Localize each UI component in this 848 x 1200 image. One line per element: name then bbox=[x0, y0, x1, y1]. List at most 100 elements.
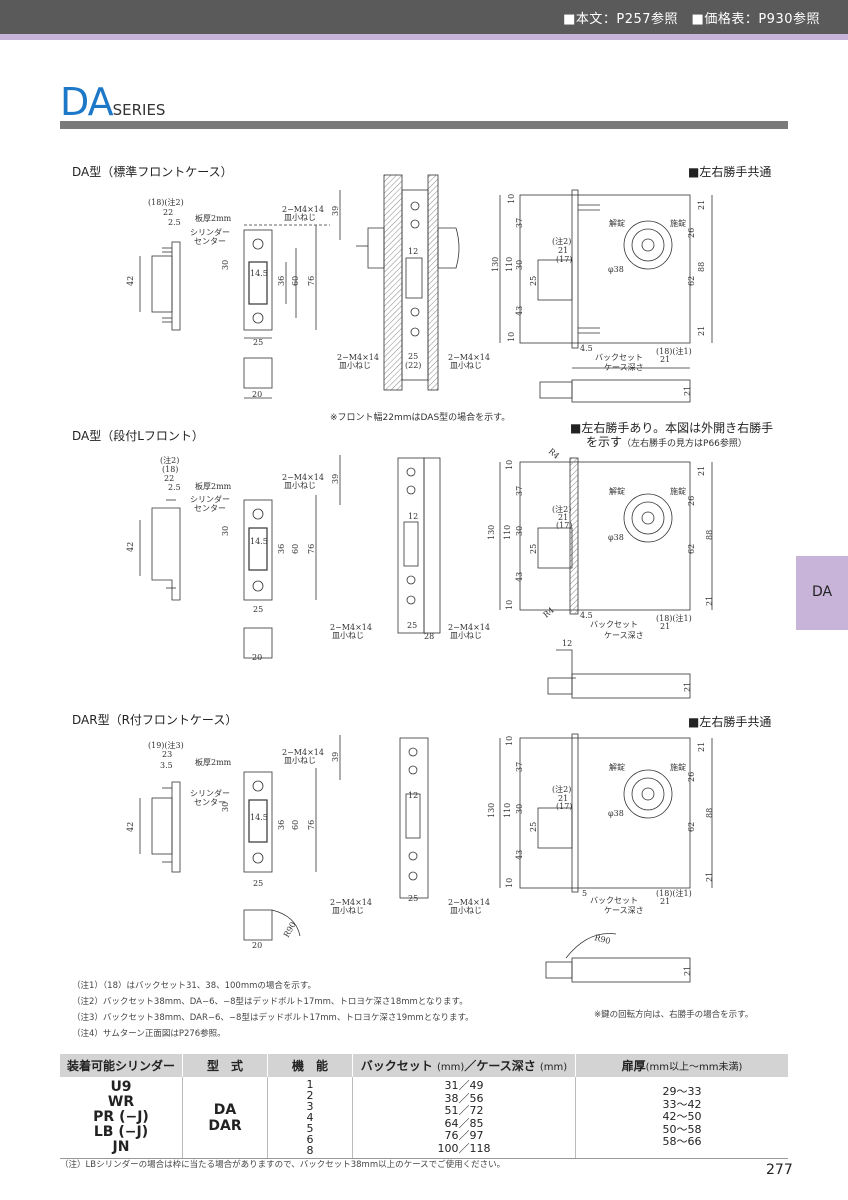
dar-side-view bbox=[139, 781, 181, 873]
dim-25-body: 25 bbox=[529, 276, 538, 286]
da-front-view bbox=[243, 190, 341, 399]
dim-21-top: 21 bbox=[697, 200, 706, 210]
dim-62-s3: 62 bbox=[687, 822, 696, 832]
dim-42: 42 bbox=[126, 276, 135, 286]
backset-item: 51／72 bbox=[444, 1104, 484, 1117]
section-note-dar: ■左右勝手共通 bbox=[688, 713, 771, 730]
label-screw-s3: 2−M4×14 bbox=[282, 748, 324, 757]
dim-23: 23 bbox=[162, 750, 172, 759]
note-step-line2: を示す bbox=[586, 435, 623, 449]
dim-60-s3: 60 bbox=[291, 820, 300, 830]
dim-39-s3: 39 bbox=[331, 752, 340, 762]
side-index-tab[interactable]: DA bbox=[796, 556, 848, 630]
dim-21a-s2: 21 bbox=[558, 513, 568, 522]
label-screw-left2-s3: 皿小ねじ bbox=[332, 906, 364, 915]
dim-39: 39 bbox=[331, 206, 340, 216]
dim-phi38-s2: φ38 bbox=[608, 533, 624, 542]
cylinder-item: U9 bbox=[110, 1079, 132, 1095]
dim-88: 88 bbox=[697, 262, 706, 272]
dim-phi38: φ38 bbox=[608, 265, 624, 274]
dim-12: 12 bbox=[408, 247, 418, 256]
label-backset-s3: バックセット bbox=[590, 896, 638, 905]
dim-14-5: 14.5 bbox=[250, 269, 268, 278]
dim-130-s3: 130 bbox=[487, 803, 496, 818]
dim-18-s2: (18) bbox=[162, 465, 178, 474]
dim-26-s3: 26 bbox=[687, 772, 696, 782]
door-item: 58〜66 bbox=[662, 1135, 702, 1149]
reference-text: ■本文：P257参照 ■価格表：P930参照 bbox=[563, 12, 820, 27]
dim-r90-s3: R90 bbox=[282, 920, 298, 939]
da-step-side-view bbox=[139, 499, 181, 601]
dim-4-5-s2: 4.5 bbox=[580, 611, 593, 620]
table-header-row: 装着可能シリンダー 型 式 機 能 バックセット (mm)／ケース深さ (mm)… bbox=[60, 1054, 788, 1077]
dim-21-bolt: 21 bbox=[683, 386, 692, 396]
da-step-door-section bbox=[397, 457, 441, 634]
dim-20-s2: 20 bbox=[252, 653, 262, 662]
note-4: （注4）サムターン正面図はP276参照。 bbox=[72, 1029, 226, 1039]
section-note-da: ■左右勝手共通 bbox=[688, 163, 771, 180]
label-screw-left-s2: 2−M4×14 bbox=[330, 623, 372, 632]
function-item: 5 bbox=[306, 1122, 314, 1135]
label-lock-s3: 施錠 bbox=[670, 762, 686, 772]
table-row: U9 WR PR (−J) LB (−J) JN DA DAR 1 2 3 4 … bbox=[60, 1077, 788, 1159]
section-title-dar: DAR型（R付フロントケース） bbox=[72, 713, 238, 727]
dim-5-s3: 5 bbox=[582, 889, 587, 898]
label-screw-left2: 皿小ねじ bbox=[339, 361, 371, 370]
dim-21-bolt-s2: 21 bbox=[683, 682, 692, 692]
label-lock: 施錠 bbox=[670, 218, 686, 228]
label-screw-left-s3: 2−M4×14 bbox=[330, 898, 372, 907]
section-note-da-step: ■左右勝手あり。本図は外開き右勝手 を示す（左右勝手の見方はP66参照） bbox=[570, 421, 773, 451]
dim-110-s2: 110 bbox=[503, 525, 512, 540]
backset-item: 100／118 bbox=[437, 1141, 491, 1155]
dim-18-note1-s3: (18)(注1) bbox=[656, 888, 692, 898]
th-depth-label: ケース深さ bbox=[476, 1059, 536, 1073]
front-width-note: ※フロント幅22mmはDAS型の場合を示す。 bbox=[330, 413, 511, 423]
series-title: DASERIES bbox=[60, 80, 165, 124]
dim-note2b-s2: (注2) bbox=[552, 504, 571, 514]
dim-21-bot-s3: 21 bbox=[705, 872, 714, 882]
dim-60: 60 bbox=[291, 276, 300, 286]
th-cylinder: 装着可能シリンダー bbox=[60, 1054, 183, 1077]
side-tab-label: DA bbox=[811, 584, 833, 600]
dim-26: 26 bbox=[687, 228, 696, 238]
dim-62-s2: 62 bbox=[687, 544, 696, 554]
note-dar-text: ■左右勝手共通 bbox=[688, 715, 772, 729]
dim-10b: 10 bbox=[507, 332, 516, 342]
label-unlock-s3: 解錠 bbox=[609, 762, 625, 772]
dim-2-5-s2: 2.5 bbox=[168, 483, 181, 492]
dim-4-5: 4.5 bbox=[580, 344, 593, 353]
dim-88-s2: 88 bbox=[705, 530, 714, 540]
dim-30b: 30 bbox=[515, 260, 524, 270]
dim-25-body-s3: 25 bbox=[529, 822, 538, 832]
da-door-section bbox=[356, 174, 460, 391]
th-door: 扉厚(mm以上〜mm未満) bbox=[575, 1054, 788, 1077]
dim-18-note1-s2: (18)(注1) bbox=[656, 613, 692, 623]
label-plate: 板厚2mm bbox=[195, 213, 232, 223]
dim-r90-bolt-s3: R90 bbox=[594, 933, 612, 946]
label-cylinder-s3: シリンダー bbox=[190, 788, 230, 798]
dim-21a: 21 bbox=[558, 246, 568, 255]
dim-36-s2: 36 bbox=[277, 544, 286, 554]
label-cylinder: シリンダー bbox=[190, 227, 230, 237]
label-screw-s2: 2−M4×14 bbox=[282, 473, 324, 482]
cell-cylinders: U9 WR PR (−J) LB (−J) JN bbox=[60, 1077, 183, 1159]
door-item: 50〜58 bbox=[662, 1122, 702, 1136]
note-2: （注2）バックセット38mm、DA−6、−8型はデッドボルト17mm、トロヨケ深… bbox=[72, 997, 468, 1007]
dim-14-5-s3: 14.5 bbox=[250, 813, 268, 822]
da-body-view bbox=[499, 189, 713, 403]
function-item: 4 bbox=[306, 1111, 314, 1124]
dim-21-top-s2: 21 bbox=[697, 466, 706, 476]
label-lock-s2: 施錠 bbox=[670, 486, 686, 496]
dim-30b-s3: 30 bbox=[515, 804, 524, 814]
dim-25: 25 bbox=[253, 338, 263, 347]
rotation-note: ※鍵の回転方向は、右勝手の場合を示す。 bbox=[594, 1010, 754, 1020]
da-step-front-view bbox=[243, 455, 341, 659]
th-door-label: 扉厚 bbox=[621, 1059, 646, 1073]
door-item: 29〜33 bbox=[662, 1085, 702, 1099]
label-screw-right2-s3: 皿小ねじ bbox=[450, 906, 482, 915]
th-type: 型 式 bbox=[182, 1054, 268, 1077]
dar-body-view bbox=[499, 733, 713, 983]
th-backset: バックセット (mm)／ケース深さ (mm) bbox=[352, 1054, 576, 1077]
dim-10a-s2: 10 bbox=[505, 460, 514, 470]
label-plate-s2: 板厚2mm bbox=[195, 481, 232, 491]
